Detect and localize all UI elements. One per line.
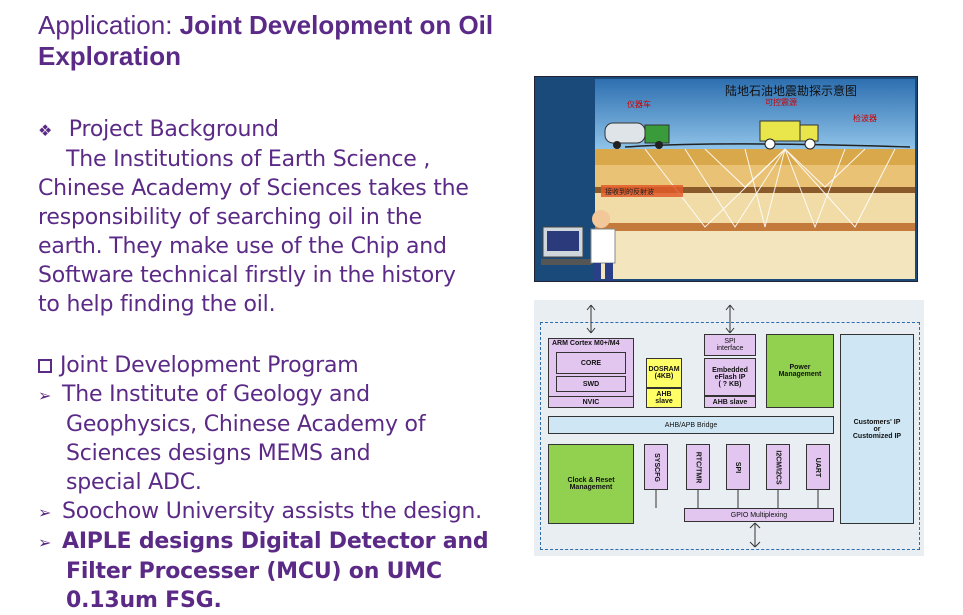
arm-label: ARM Cortex M0+/M4: [552, 340, 620, 347]
dosram-ahb-slave: AHB slave: [646, 388, 682, 408]
diamond-bullet-icon: ❖: [38, 121, 53, 140]
updown-arrow-icon: [586, 304, 596, 334]
nvic-block: NVIC: [548, 396, 634, 408]
background-heading: Project Background: [68, 117, 279, 142]
program-item-text: special ADC.: [66, 470, 202, 495]
clock-reset-block: Clock & Reset Management: [548, 444, 634, 524]
gpio-multiplexing-block: GPIO Multiplexing: [684, 508, 834, 522]
program-item-text: The Institute of Geology and: [62, 382, 370, 407]
background-line: responsibility of searching oil in the: [38, 205, 422, 230]
title-prefix: Application:: [38, 10, 173, 40]
core-block: CORE: [556, 352, 626, 374]
label-reflection: 接收到的反射波: [605, 187, 654, 196]
updown-arrow-icon: [749, 522, 761, 548]
syscfg-block: SYSCFG: [644, 444, 668, 490]
slide-title: Application: Joint Development on Oil Ex…: [38, 10, 538, 72]
program-item-1: ➢ The Institute of Geology and: [38, 380, 518, 410]
connector-lines: [655, 490, 819, 508]
mcu-block-diagram: ARM Cortex M0+/M4 CORE SWD NVIC DOSRAM (…: [534, 300, 924, 556]
swd-block: SWD: [556, 376, 626, 392]
program-heading-row: Joint Development Program: [38, 351, 518, 380]
background-line: Software technical firstly in the histor…: [38, 263, 456, 288]
arrow-bullet-icon: ➢: [38, 533, 52, 552]
seismic-illustration-svg: 陆地石油地震勘探示意图 仪器车 可控震源 检波器 接收到的反射波: [541, 79, 915, 281]
label-truck: 仪器车: [627, 99, 651, 109]
project-background: ❖ Project Background The Institutions of…: [38, 115, 518, 319]
eflash-block: Embedded eFlash IP ( ? KB): [704, 358, 756, 396]
program-item-3: ➢ AIPLE designs Digital Detector and: [38, 527, 518, 557]
i2c-block: I2CM/I2CS: [766, 444, 790, 490]
dosram-block: DOSRAM (4KB): [646, 358, 682, 388]
program-heading: Joint Development Program: [60, 353, 359, 378]
updown-arrow-icon: [725, 304, 735, 334]
eflash-ahb-slave: AHB slave: [704, 396, 756, 408]
background-line: earth. They make use of the Chip and: [38, 234, 447, 259]
spi-block: SPI: [726, 444, 750, 490]
power-management-block: Power Management: [766, 334, 834, 408]
rtc-block: RTC/TMR: [686, 444, 710, 490]
seismic-illustration: 陆地石油地震勘探示意图 仪器车 可控震源 检波器 接收到的反射波: [534, 76, 918, 282]
uart-block: UART: [806, 444, 830, 490]
joint-program: Joint Development Program ➢ The Institute…: [38, 351, 518, 615]
label-source: 可控震源: [765, 97, 797, 107]
program-item-text: 0.13um FSG.: [66, 588, 222, 613]
title-bold-line1: Joint Development on Oil: [179, 10, 494, 40]
program-item-text: Filter Processer (MCU) on UMC: [66, 559, 442, 584]
arrow-bullet-icon: ➢: [38, 386, 52, 405]
program-item-text: Geophysics, Chinese Academy of: [66, 412, 426, 437]
background-line: The Institutions of Earth Science ,: [66, 147, 431, 172]
seismic-title: 陆地石油地震勘探示意图: [725, 83, 857, 98]
arrow-bullet-icon: ➢: [38, 503, 52, 522]
program-item-text: Soochow University assists the design.: [62, 499, 482, 524]
background-line: to help finding the oil.: [38, 292, 276, 317]
program-item-2: ➢ Soochow University assists the design.: [38, 497, 518, 527]
program-item-text: Sciences designs MEMS and: [66, 441, 371, 466]
customers-ip-block: Customers' IP or Customized IP: [840, 334, 914, 524]
background-line: Chinese Academy of Sciences takes the: [38, 176, 469, 201]
square-bullet-icon: [38, 359, 52, 373]
spi-interface-block: SPI interface: [704, 334, 756, 356]
program-item-text: AIPLE designs Digital Detector and: [62, 529, 489, 554]
title-bold-line2: Exploration: [38, 41, 182, 71]
label-geophone: 检波器: [853, 113, 877, 123]
ahb-apb-bridge: AHB/APB Bridge: [548, 416, 834, 434]
background-heading-row: ❖ Project Background: [38, 115, 518, 145]
